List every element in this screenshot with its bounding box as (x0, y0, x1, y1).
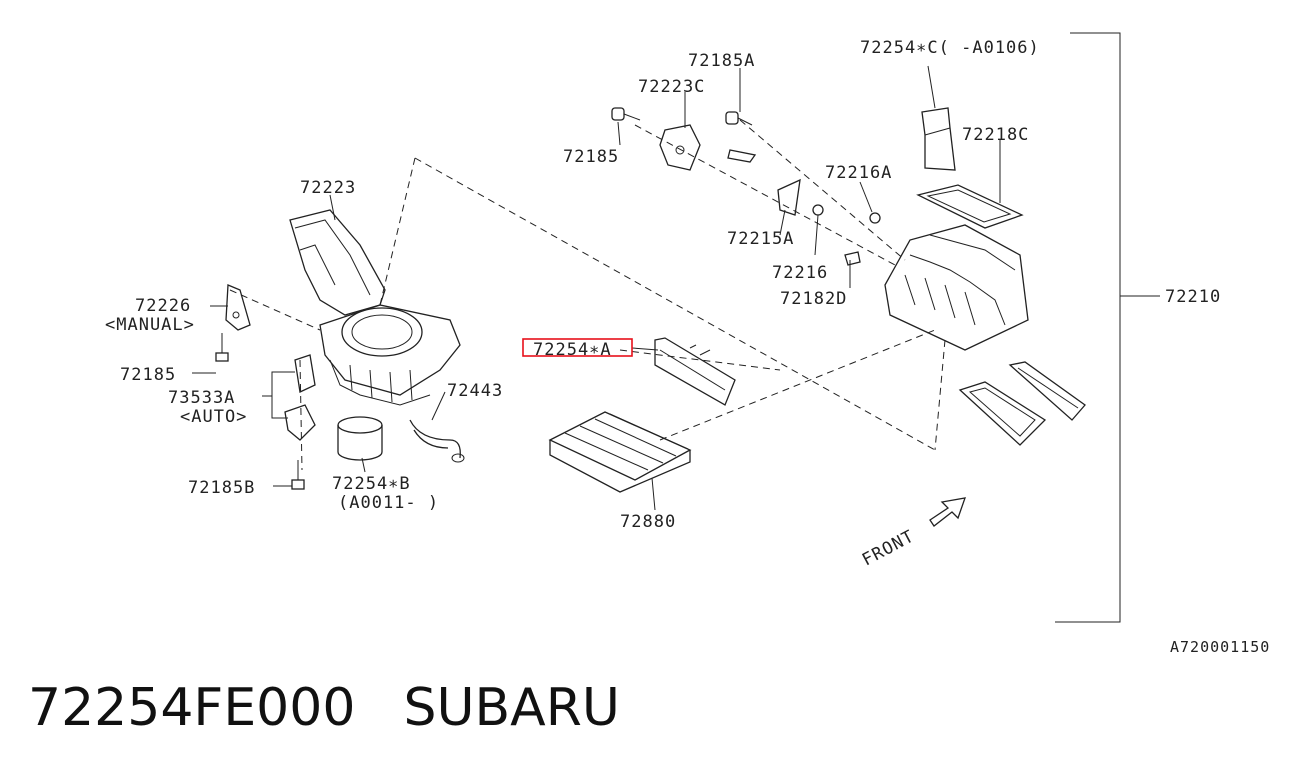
label-72254a: 72254∗A (533, 340, 612, 360)
screw-72185-top (611, 107, 641, 121)
hose-72443 (409, 419, 465, 463)
blower-motor-72254b (337, 416, 383, 461)
link-72215a (727, 149, 801, 216)
actuator-72223c (659, 124, 701, 171)
cabin-filter-72880 (548, 411, 692, 493)
label-72210: 72210 (1165, 287, 1221, 307)
clip-72182d (844, 251, 861, 266)
bracket-72226 (225, 284, 251, 331)
resistor-73533a (284, 354, 316, 441)
assembly-dashed-outline (229, 119, 946, 471)
screw-72185-left (215, 333, 229, 362)
duct-72254c (921, 107, 956, 171)
label-73533a: 73533A (168, 388, 235, 408)
lower-duct-piece (958, 361, 1086, 446)
label-72185a: 72185A (688, 51, 755, 71)
screw-72185a (725, 111, 753, 126)
label-72216: 72216 (772, 263, 828, 283)
label-72215a: 72215A (727, 229, 794, 249)
front-arrow-icon (929, 497, 966, 527)
label-72223c: 72223C (638, 77, 705, 97)
clip-72216 (812, 204, 824, 216)
figure-code: A720001150 (1170, 638, 1270, 656)
label-72185b: 72185B (188, 478, 255, 498)
blower-duct-72223 (289, 209, 386, 316)
label-72226-manual: <MANUAL> (105, 315, 195, 335)
filter-cover-72254a (654, 337, 736, 406)
label-72254b-code: (A0011- ) (338, 493, 439, 513)
label-72254b: 72254∗B (332, 474, 411, 494)
part-number: 72254FE000 (28, 678, 356, 738)
clip-72216a (869, 212, 881, 224)
heater-unit-72210 (884, 224, 1029, 351)
highlight-box (522, 338, 633, 357)
label-72182d: 72182D (780, 289, 847, 309)
label-72218c: 72218C (962, 125, 1029, 145)
label-72223: 72223 (300, 178, 356, 198)
blower-case (319, 304, 461, 406)
label-72254c: 72254∗C( -A0106) (860, 38, 1040, 58)
leader-lines (192, 65, 1001, 511)
label-72226: 72226 (135, 296, 191, 316)
assembly-bracket (1055, 32, 1160, 623)
screw-72185b (291, 460, 305, 490)
label-72216a: 72216A (825, 163, 892, 183)
brand-name: SUBARU (403, 678, 620, 738)
label-72185-top: 72185 (563, 147, 619, 167)
label-front: FRONT (859, 526, 918, 570)
label-72185-left: 72185 (120, 365, 176, 385)
label-73533a-auto: <AUTO> (180, 407, 247, 427)
label-72880: 72880 (620, 512, 676, 532)
label-72443: 72443 (447, 381, 503, 401)
seal-72218c (916, 184, 1024, 229)
